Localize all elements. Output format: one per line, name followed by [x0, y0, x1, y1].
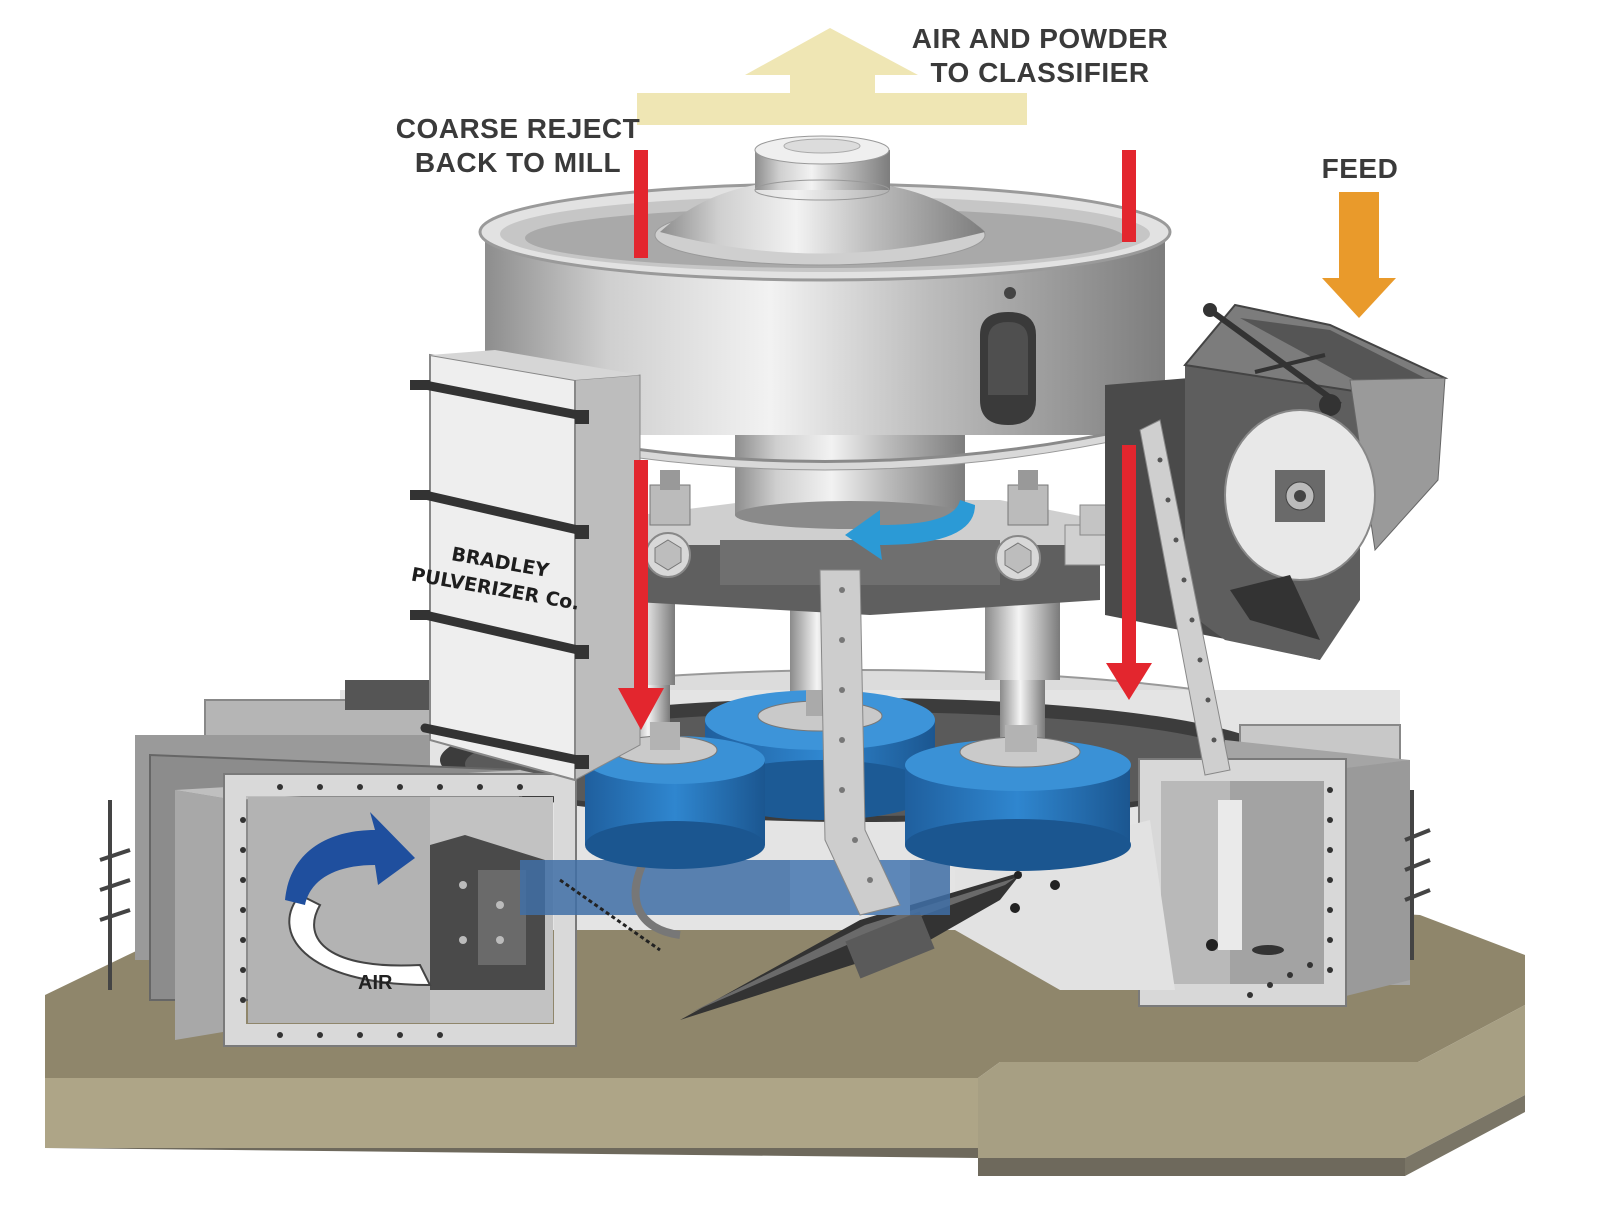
feed-arrow — [1322, 192, 1396, 318]
feeder-drive-disc — [1224, 409, 1376, 581]
feeder-lever — [1208, 307, 1342, 408]
duct-right-clamps — [1404, 790, 1431, 960]
air-label: AIR — [358, 972, 393, 994]
label-air-powder-line1: AIR AND POWDER — [912, 23, 1168, 54]
label-feed: FEED — [1322, 153, 1399, 184]
roller-right — [905, 725, 1131, 871]
air-inlet-duct-left — [99, 735, 577, 1047]
support-strap-center — [819, 569, 901, 916]
duct-left-clamps — [99, 800, 131, 990]
door-latches — [410, 380, 589, 769]
door-hinge-bands — [420, 380, 583, 765]
reject-arrow-top-left — [634, 150, 648, 258]
duct-right-bolts — [1247, 787, 1333, 998]
door-edge — [574, 374, 641, 781]
base-front-edge — [45, 1148, 1405, 1176]
reject-arrows — [618, 150, 1152, 730]
duct-right-inner-wall — [1230, 781, 1324, 984]
spider-bolt-left — [645, 532, 691, 578]
chain — [559, 878, 661, 952]
feeder-hopper-inner — [1240, 318, 1425, 386]
duct-right-baffle — [1218, 800, 1242, 950]
drum-hub — [735, 430, 965, 515]
reject-arrow-top-right — [1122, 150, 1136, 242]
air-inlet-duct-right — [1138, 740, 1431, 1007]
housing-plate-left — [204, 699, 446, 741]
duct-left-inner-shade — [248, 797, 430, 1023]
plow-blade-edge — [690, 878, 1015, 1013]
plow-bracket — [845, 911, 935, 979]
reject-arrow-down-right — [1106, 445, 1152, 700]
spider-bolt-right — [995, 535, 1041, 581]
duct-right-side — [1330, 760, 1410, 1000]
air-arrow-blue — [285, 812, 415, 905]
duct-damper-plate — [478, 870, 526, 965]
nameplate-door: BRADLEY PULVERIZER Co. — [410, 350, 641, 782]
rotation-arrow — [845, 500, 975, 560]
air-flow-arrow: AIR — [285, 812, 432, 994]
duct-left-bolts — [240, 784, 523, 1038]
base-front-face — [45, 1078, 978, 1148]
base-right-face — [978, 1005, 1525, 1158]
duct-left-inner-wall — [175, 790, 235, 1040]
label-air-powder-line2: TO CLASSIFIER — [930, 57, 1149, 88]
reject-arrow-down-left — [618, 460, 664, 730]
support-strap-right — [1139, 419, 1231, 776]
drum-bolt — [1004, 287, 1016, 299]
feeder-chute — [1230, 575, 1320, 640]
outflow-arrow — [637, 28, 1027, 125]
label-coarse-line2: BACK TO MILL — [415, 147, 621, 178]
label-coarse-line1: COARSE REJECT — [396, 113, 641, 144]
base-right-edge — [1405, 1095, 1525, 1176]
door-top — [430, 350, 640, 380]
cone-body — [660, 185, 985, 254]
